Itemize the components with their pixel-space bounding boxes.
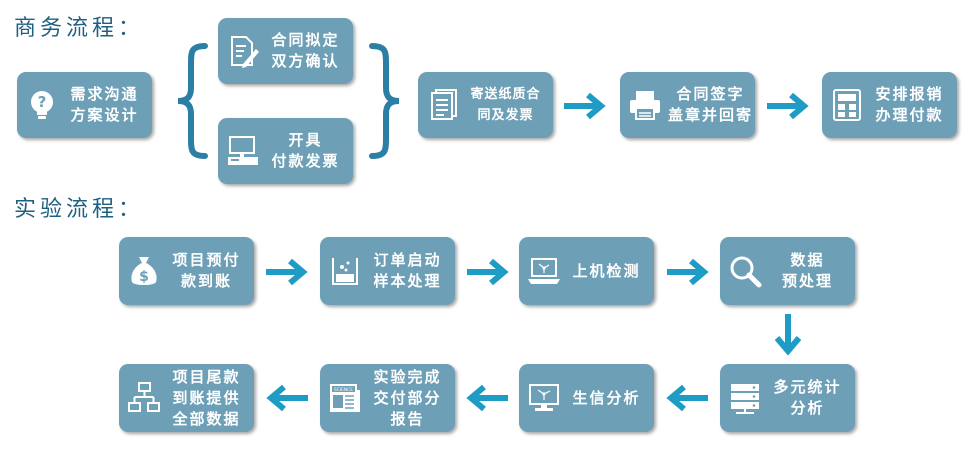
document-stack-icon <box>426 88 460 122</box>
step-order-start-label: 订单启动样本处理 <box>373 251 442 290</box>
network-icon <box>127 381 161 415</box>
experiment-process-title: 实验流程： <box>14 197 145 222</box>
step-final-payment-label: 项目尾款到账提供全部数据 <box>172 367 241 428</box>
left-brace <box>177 43 208 159</box>
svg-text:$: $ <box>139 269 149 285</box>
step-partial-report-label: 实验完成交付部分报告 <box>373 367 442 428</box>
step-sign-contract-label: 合同签字盖章并回寄 <box>668 85 754 124</box>
step-mail-contract-label: 寄送纸质合同及发票 <box>470 87 541 123</box>
monitor-icon <box>527 381 561 415</box>
arrow-right-5 <box>667 258 709 286</box>
question-bulb-icon: ? <box>25 88 59 122</box>
calculator-icon <box>830 88 864 122</box>
computer-register-icon <box>226 134 260 168</box>
right-brace <box>369 43 400 159</box>
arrow-right-2 <box>767 92 809 120</box>
arrow-right-1 <box>564 92 606 120</box>
money-bag-icon: $ <box>127 254 161 288</box>
step-sequencing: 上机检测 <box>519 237 654 305</box>
step-data-preprocessing: 数据预处理 <box>720 237 855 305</box>
step-contract-drafting: 合同拟定双方确认 <box>218 18 353 84</box>
svg-text:?: ? <box>38 93 47 111</box>
step-prepayment-label: 项目预付款到账 <box>172 251 241 290</box>
step-issue-invoice-label: 开具付款发票 <box>271 131 340 170</box>
step-arrange-payment-label: 安排报销办理付款 <box>875 85 944 124</box>
newspaper-icon: SCIENCE <box>328 381 362 415</box>
step-order-start: 订单启动样本处理 <box>320 237 455 305</box>
arrow-right-4 <box>467 258 509 286</box>
science-badge: SCIENCE <box>334 387 353 393</box>
step-issue-invoice: 开具付款发票 <box>218 118 353 184</box>
beaker-icon <box>328 254 362 288</box>
magnifier-icon <box>728 254 762 288</box>
step-data-preprocessing-label: 数据预处理 <box>781 251 833 290</box>
step-sign-contract: 合同签字盖章并回寄 <box>620 72 755 138</box>
step-needs-label: 需求沟通方案设计 <box>70 85 139 124</box>
step-multivariate-stats-label: 多元统计分析 <box>773 378 842 417</box>
step-contract-drafting-label: 合同拟定双方确认 <box>271 31 340 70</box>
printer-icon <box>628 88 662 122</box>
laptop-icon <box>527 254 561 288</box>
step-needs-communication: ? 需求沟通方案设计 <box>17 72 152 138</box>
step-final-payment: 项目尾款到账提供全部数据 <box>119 364 254 432</box>
step-mail-contract: 寄送纸质合同及发票 <box>418 72 553 138</box>
arrow-left-2 <box>466 384 508 412</box>
arrow-left-1 <box>666 384 708 412</box>
arrow-down <box>774 314 802 356</box>
step-bioinformatics: 生信分析 <box>519 364 654 432</box>
arrow-right-3 <box>266 258 308 286</box>
step-bioinformatics-label: 生信分析 <box>572 388 641 407</box>
business-process-title: 商务流程： <box>14 16 145 41</box>
step-prepayment: $ 项目预付款到账 <box>119 237 254 305</box>
step-partial-report: SCIENCE 实验完成交付部分报告 <box>320 364 455 432</box>
arrow-left-3 <box>266 384 308 412</box>
server-icon <box>728 381 762 415</box>
step-arrange-payment: 安排报销办理付款 <box>822 72 957 138</box>
document-pen-icon <box>226 34 260 68</box>
step-sequencing-label: 上机检测 <box>572 261 641 280</box>
step-multivariate-stats: 多元统计分析 <box>720 364 855 432</box>
